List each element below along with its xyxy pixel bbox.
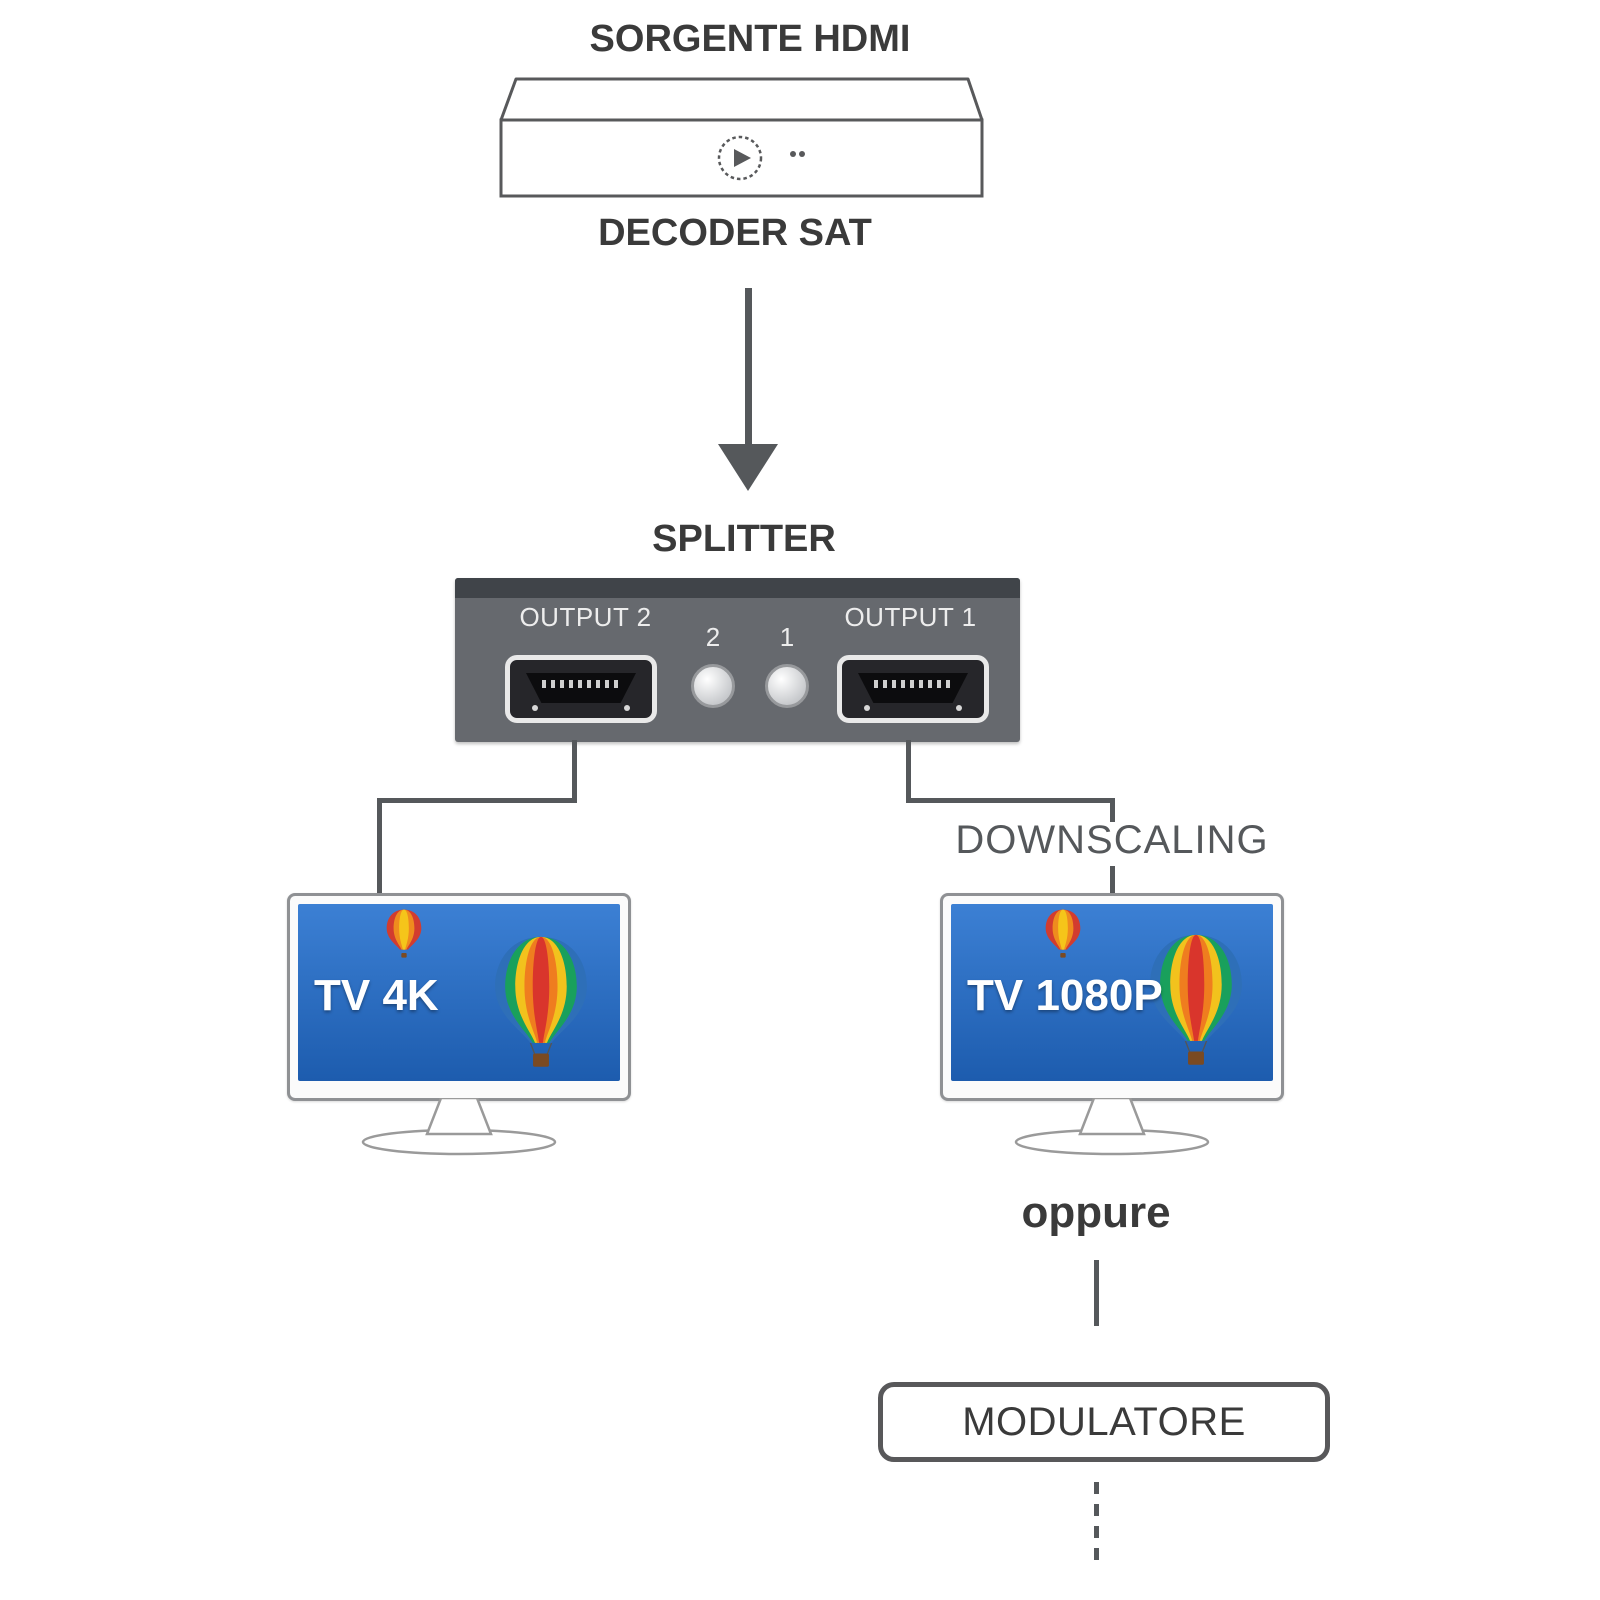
port-screw-icon — [864, 705, 870, 711]
decoder-top-face — [499, 77, 984, 122]
hdmi-port-output2 — [505, 655, 657, 723]
small-balloon-icon — [386, 909, 422, 958]
connector-line — [377, 798, 577, 803]
decoder-sat-label: DECODER SAT — [598, 212, 872, 254]
modulator-box: MODULATORE — [878, 1382, 1330, 1462]
hdmi-pins-icon — [542, 680, 620, 688]
tv-4k-label: TV 4K — [314, 971, 439, 1021]
led-button-1 — [765, 664, 809, 708]
hdmi-port-output1 — [837, 655, 989, 723]
tv-screen: TV 1080P — [951, 904, 1273, 1081]
decoder-dot-icon — [790, 151, 796, 157]
output1-label: OUTPUT 1 — [844, 602, 977, 632]
connector-line — [1110, 798, 1115, 822]
button1-number: 1 — [779, 622, 795, 652]
connector-line — [572, 740, 577, 802]
output2-label: OUTPUT 2 — [519, 602, 652, 632]
connector-line — [377, 798, 382, 895]
splitter-device: OUTPUT 2 OUTPUT 1 2 1 — [455, 578, 1020, 742]
dashed-connector-line — [1094, 1482, 1099, 1566]
source-hdmi-label: SORGENTE HDMI — [589, 18, 911, 60]
decoder-dot-icon — [799, 151, 805, 157]
port-screw-icon — [624, 705, 630, 711]
splitter-top-edge — [455, 578, 1020, 598]
connector-line — [1094, 1260, 1099, 1326]
connector-line — [1110, 866, 1115, 895]
play-icon — [717, 135, 763, 181]
or-label: oppure — [1021, 1188, 1171, 1237]
hdmi-connector-icon — [858, 673, 968, 703]
connector-line — [906, 798, 1115, 803]
down-arrow-icon — [718, 444, 778, 491]
button2-number: 2 — [705, 622, 721, 652]
decoder-device — [499, 77, 984, 198]
play-triangle-icon — [734, 149, 751, 167]
tv-stand — [1014, 1098, 1210, 1156]
tv-1080p: TV 1080P — [940, 893, 1284, 1168]
tv-frame: TV 1080P — [940, 893, 1284, 1101]
downscaling-label: DOWNSCALING — [955, 818, 1269, 862]
connector-line — [906, 740, 911, 802]
tv-1080p-label: TV 1080P — [967, 971, 1163, 1021]
tv-screen: TV 4K — [298, 904, 620, 1081]
modulator-label: MODULATORE — [962, 1399, 1246, 1444]
hot-air-balloon-icon — [1150, 934, 1242, 1065]
tv-frame: TV 4K — [287, 893, 631, 1101]
port-screw-icon — [532, 705, 538, 711]
hdmi-pins-icon — [874, 680, 952, 688]
small-balloon-icon — [1045, 909, 1081, 958]
port-screw-icon — [956, 705, 962, 711]
hot-air-balloon-icon — [495, 936, 587, 1067]
tv-4k: TV 4K — [287, 893, 631, 1168]
splitter-title: SPLITTER — [652, 518, 836, 560]
led-button-2 — [691, 664, 735, 708]
hdmi-connector-icon — [526, 673, 636, 703]
tv-stand — [361, 1098, 557, 1156]
down-arrow-stem — [745, 288, 752, 446]
